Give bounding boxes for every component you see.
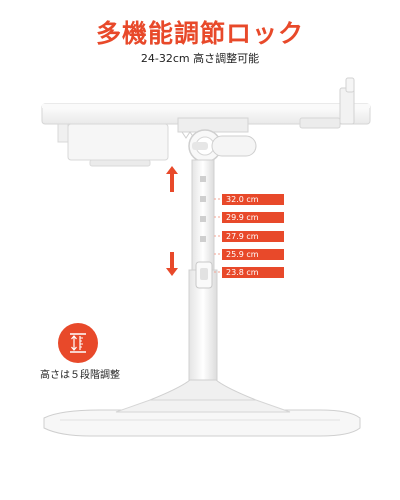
height-range-caption: 24-32cm 高さ調整可能 (140, 52, 260, 65)
height-level-5: 23.8 cm (222, 267, 284, 278)
stand-base (43, 379, 361, 437)
telescopic-pole (188, 159, 218, 391)
arrow-down-icon (166, 252, 178, 276)
height-level-4: 25.9 cm (222, 249, 284, 260)
arrow-up-icon (166, 166, 178, 192)
feature-badge (58, 323, 98, 363)
drawer (57, 123, 169, 167)
feature-label: 高さは５段階調整 (40, 370, 120, 381)
adjustment-lock-knob (188, 129, 257, 163)
height-level-2: 29.9 cm (222, 212, 284, 223)
height-level-3: 27.9 cm (222, 231, 284, 242)
tabletop (41, 77, 371, 129)
page-title: 多機能調節ロック (95, 19, 304, 48)
height-ruler-icon (70, 333, 86, 353)
height-level-1: 32.0 cm (222, 194, 284, 205)
measurement-lines (214, 198, 222, 273)
